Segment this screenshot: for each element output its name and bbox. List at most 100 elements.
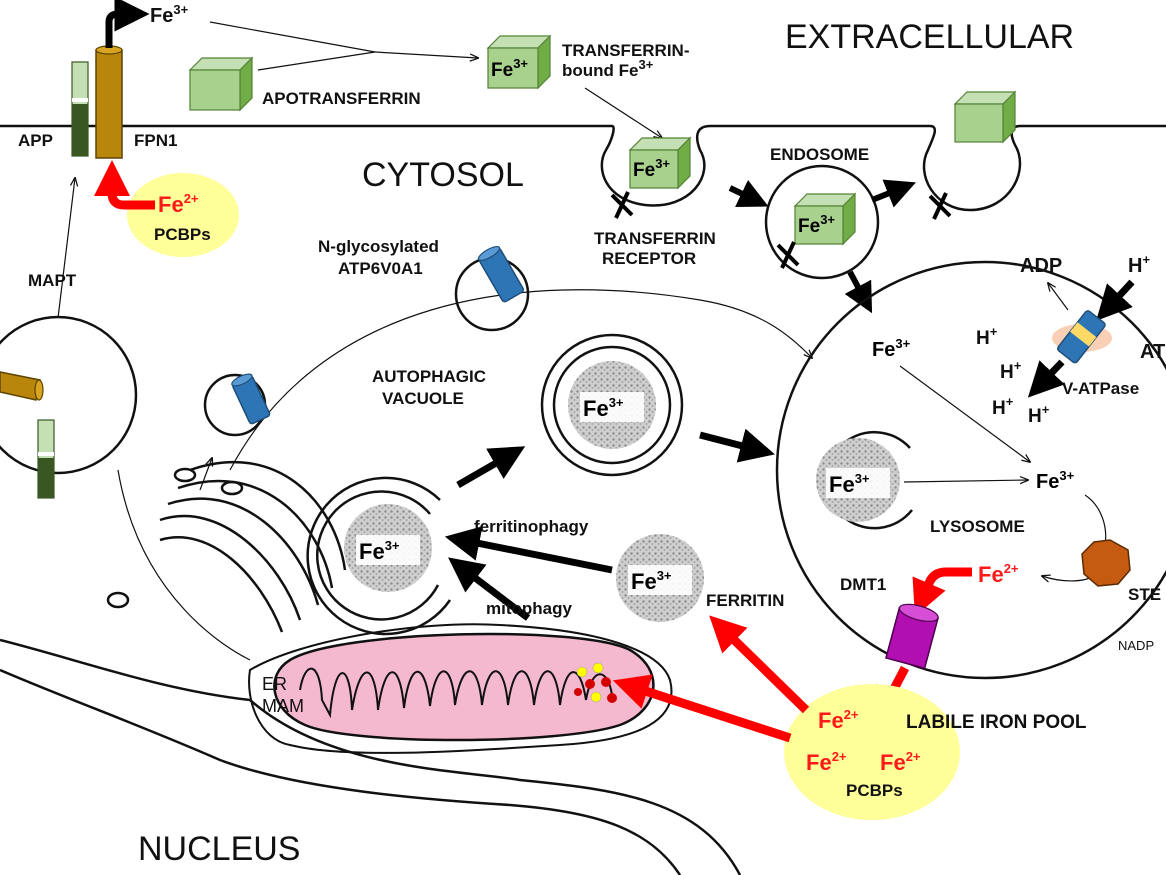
nadph-label-cut: NADP <box>1118 638 1154 653</box>
mam-label: MAM <box>262 696 304 716</box>
atp-label-cut: AT <box>1140 341 1165 363</box>
app-label: APP <box>18 131 53 150</box>
endosome-receptor-x <box>776 241 800 269</box>
vesicle-app <box>37 419 55 499</box>
atp6v0a1-pump <box>477 245 525 303</box>
pcbps-top-label: PCBPs <box>154 225 211 244</box>
h-plus-outside: H+ <box>1128 252 1150 277</box>
lysosome-fe3-top: Fe3+ <box>872 336 911 361</box>
svg-text:Fe3+: Fe3+ <box>359 538 400 564</box>
svg-text:Fe3+: Fe3+ <box>829 471 870 497</box>
fpn1-label: FPN1 <box>134 131 177 150</box>
transferrin-formation-arrow <box>374 51 478 58</box>
autophagic-vacuole-inner <box>552 345 672 465</box>
adp-label: ADP <box>1020 255 1062 277</box>
lip-to-mitochondria-arrow <box>612 674 792 743</box>
exported-fe3-label: Fe3+ <box>150 2 189 27</box>
dmt1-transporter <box>885 603 939 670</box>
lip-to-ferritin-arrow <box>709 615 810 714</box>
lip-fe2-3: Fe2+ <box>880 749 921 775</box>
autophagic-vacuole-label: AUTOPHAGIC VACUOLE <box>372 367 491 408</box>
ferritin-in-phagophore: Fe3+ <box>344 504 432 592</box>
svg-text:Fe3+: Fe3+ <box>798 212 835 237</box>
golgi-upper-path <box>229 289 812 471</box>
cytosol-label: CYTOSOL <box>362 156 524 194</box>
fpn1-transporter <box>95 45 123 159</box>
lip-fe2-1: Fe2+ <box>818 707 859 733</box>
ferritin-in-lysosome: Fe3+ <box>816 438 900 522</box>
left-vesicle <box>0 315 138 475</box>
endosome-recycle-arrow <box>870 179 916 208</box>
ferritin-in-vacuole: Fe3+ <box>568 361 656 449</box>
atp-to-adp-arrow <box>1048 283 1069 311</box>
pcbps-bubble-top <box>127 173 239 257</box>
endosome <box>764 164 880 280</box>
phagophore-inner <box>316 490 440 621</box>
pcbps-pool-label: PCBPs <box>846 781 903 800</box>
nuclear-envelope-inner <box>0 668 682 875</box>
apotransferrin-label: APOTRANSFERRIN <box>262 89 421 108</box>
ferritin-degradation-arrow <box>903 480 1028 482</box>
steap-label-cut: STE <box>1128 585 1161 604</box>
vacuole-to-lysosome-arrow <box>699 428 775 463</box>
golgi-apparatus <box>106 460 347 633</box>
transferrin-bound-fe-cube: Fe3+ <box>486 34 552 90</box>
svg-text:Fe3+: Fe3+ <box>633 156 670 181</box>
h-plus-pump-arrow <box>1027 359 1065 398</box>
golgi-vesicle-arrow <box>199 458 212 491</box>
lip-fe2-2: Fe2+ <box>806 749 847 775</box>
labile-iron-pool-label: LABILE IRON POOL <box>906 712 1087 733</box>
nuclear-envelope-outer <box>0 638 742 875</box>
fe2-top-label: Fe2+ <box>158 191 199 217</box>
h-plus-2: H+ <box>1000 358 1022 383</box>
nucleus-label: NUCLEUS <box>138 830 300 868</box>
transferrin-receptor-label: TRANSFERRIN RECEPTOR <box>594 229 721 268</box>
v-atpase-label: V-ATPase <box>1062 379 1139 398</box>
ferritin-label: FERRITIN <box>706 591 784 610</box>
apo-join-line <box>257 51 376 71</box>
transferrin-receptor-x <box>610 191 634 219</box>
svg-text:Fe3+: Fe3+ <box>583 395 624 421</box>
mapt-arrow <box>57 178 75 319</box>
er-label: ER <box>262 674 287 694</box>
mitophagy-arrow <box>448 557 531 621</box>
mitochondrion <box>273 632 655 742</box>
receptor-pit-cube: Fe3+ <box>628 136 692 190</box>
vesicle-fpn1 <box>0 371 44 401</box>
ferritinophagy-arrow <box>444 526 613 574</box>
fe3-join-line <box>209 21 376 53</box>
recycled-receptor-x <box>928 192 952 220</box>
lysosome-fe2: Fe2+ <box>978 561 1019 587</box>
fpn1-export-arrow <box>105 0 150 48</box>
autophagic-vacuole-outer <box>540 333 684 477</box>
recycled-apotransferrin-cube <box>953 90 1017 144</box>
mapt-label: MAPT <box>28 271 77 290</box>
transferrin-to-receptor-arrow <box>584 87 662 138</box>
v-atpase-pump <box>1052 310 1112 364</box>
transferrin-label: TRANSFERRIN- bound Fe3+ <box>562 41 694 80</box>
h-plus-3: H+ <box>992 394 1014 419</box>
free-ferritin: Fe3+ <box>616 534 704 622</box>
er-membrane <box>248 623 673 754</box>
svg-text:Fe3+: Fe3+ <box>491 56 528 81</box>
phagophore-outer <box>306 476 452 636</box>
plasma-membrane <box>0 124 1166 212</box>
steap-reductase <box>1081 539 1131 587</box>
h-plus-1: H+ <box>976 324 998 349</box>
pit-to-endosome-arrow <box>728 179 769 208</box>
apotransferrin-cube <box>188 56 254 112</box>
endosome-label: ENDOSOME <box>770 145 869 164</box>
fe2-to-fpn1-arrow <box>94 160 155 210</box>
lysosome-fe3-right: Fe3+ <box>1036 468 1075 493</box>
phagophore-to-vacuole-arrow <box>456 446 526 489</box>
mitochondria-cristae <box>299 667 613 719</box>
extracellular-label: EXTRACELLULAR <box>785 18 1074 56</box>
fe3-to-lysosomal-fe3-arrow <box>899 365 1030 462</box>
fe2-to-dmt1-arrow <box>912 567 972 617</box>
nglycosylated-label: N-glycosylated ATP6V0A1 <box>318 237 444 278</box>
mitophagy-label: mitophagy <box>486 599 572 618</box>
ferritinophagy-label: ferritinophagy <box>474 517 589 536</box>
svg-text:Fe3+: Fe3+ <box>631 568 672 594</box>
h-plus-in-arrow <box>1096 279 1135 321</box>
